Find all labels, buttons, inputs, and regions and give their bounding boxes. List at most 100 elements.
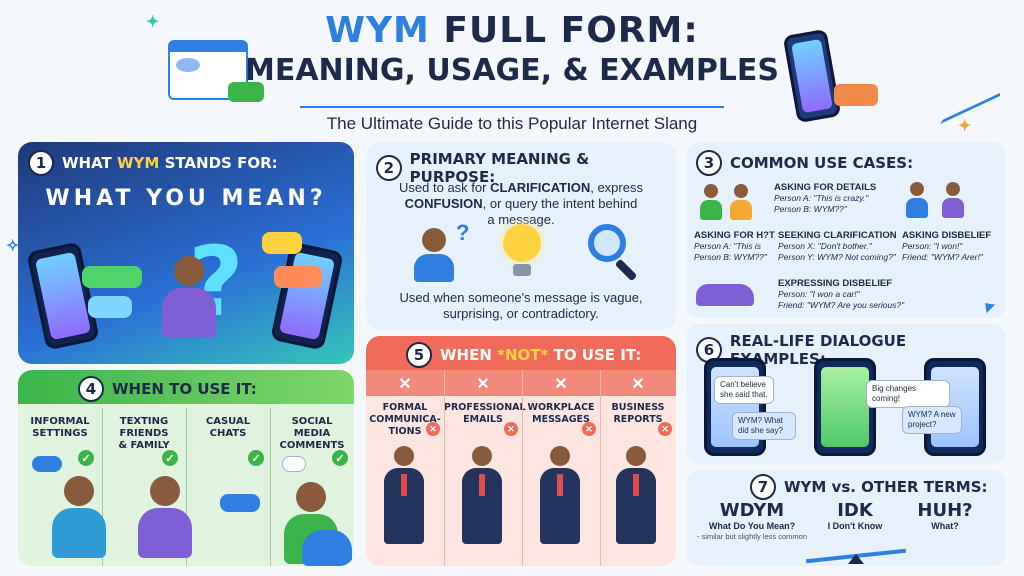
section-title: WHEN *NOT* TO USE IT: [440,346,642,364]
wym-expansion: WHAT YOU MEAN? [45,186,327,211]
cross-icon: ✕ [476,376,490,393]
phone-illustration [814,358,876,456]
thinking-person-icon [412,228,456,284]
star-icon: ✦ [958,118,972,135]
chat-bubble-icon [282,456,306,472]
section-dialogue-examples: 6 REAL-LIFE DIALOGUE EXAMPLES: Can't bel… [686,324,1006,464]
chat-bubble-icon [274,266,322,288]
title-accent: WYM [325,10,430,51]
section-title: WYM vs. OTHER TERMS: [784,478,988,496]
section-number: 4 [78,376,104,402]
chat-message: Can't believe she said that. [714,376,774,404]
subtitle: The Ultimate Guide to this Popular Inter… [300,106,724,134]
term-wdym: WDYM What Do You Mean? - similar but sli… [696,500,808,541]
section-common-use-cases: 3 COMMON USE CASES: ASKING FOR DETAILS P… [686,142,1006,318]
cross-icon: ✕ [398,376,412,393]
phone-right-illustration [270,241,344,351]
star-icon: ✦ [146,14,160,31]
term-idk: IDK I Don't Know [827,500,883,531]
businessman-illustration [462,446,502,544]
cross-icon: ✕ [658,422,672,436]
cross-icon: ✕ [554,376,568,393]
beanbag-illustration [302,530,352,566]
section-header: 1 WHAT WYM STANDS FOR: [28,150,278,176]
businessman-illustration [540,446,580,544]
check-icon: ✓ [78,450,94,466]
car-icon [696,284,754,306]
phone-left-illustration [26,241,100,351]
term-huh: HUH? What? [917,500,973,531]
meaning-description: Used to ask for CLARIFICATION, express C… [399,180,643,227]
chat-bubble-illustration [834,84,878,106]
chat-bubble-icon [32,456,62,472]
seesaw-pivot [848,554,864,564]
section-number: 1 [28,150,54,176]
phone-illustration [704,358,766,456]
cross-icon: ✕ [631,376,645,393]
chat-message: WYM? What did she say? [732,412,796,440]
section-header: 2 PRIMARY MEANING & PURPOSE: [376,150,676,186]
magnifying-glass-icon [584,222,644,282]
section-header: 5 WHEN *NOT* TO USE IT: [406,342,641,368]
texting-person-illustration [138,476,192,558]
chat-bubble-icon [262,232,302,254]
lightbulb-icon [500,224,544,284]
use-case-asking-for-hint: ASKING FOR H?T Person A: "This is Person… [694,230,775,262]
meaning-usage-note: Used when someone's message is vague, su… [399,290,643,321]
page-title: WYM FULL FORM: MEANING, USAGE, & EXAMPLE… [0,10,1024,88]
section-title: PRIMARY MEANING & PURPOSE: [409,150,590,186]
chat-message: Big changes coming! [866,380,950,408]
cross-icon: ✕ [504,422,518,436]
section-header: 3 COMMON USE CASES: [696,150,913,176]
use-case-seeking-clarification: SEEKING CLARIFICATION Person X: "Don't b… [778,230,897,262]
section-number: 3 [696,150,722,176]
use-case-asking-disbelief: ASKING DISBELIEF Person: "I won!" Friend… [902,230,992,262]
confused-person-illustration [162,256,216,338]
check-icon: ✓ [162,450,178,466]
businesswoman-illustration [616,446,656,544]
section-number: 5 [406,342,432,368]
relaxed-person-illustration [52,476,106,558]
section-primary-meaning: 2 PRIMARY MEANING & PURPOSE: Used to ask… [366,142,676,330]
chat-bubble-icon [88,296,132,318]
section-title: WHAT WYM STANDS FOR: [62,154,278,172]
title-line2: MEANING, USAGE, & EXAMPLES [244,53,780,88]
check-icon: ✓ [332,450,348,466]
section-title: COMMON USE CASES: [730,154,914,172]
person-illustration [906,182,928,218]
section-what-wym-stands-for: 1 WHAT WYM STANDS FOR: WHAT YOU MEAN? ? [18,142,354,364]
use-case-asking-details: ASKING FOR DETAILS Person A: "This is cr… [774,182,877,214]
businessman-illustration [384,446,424,544]
person-illustration [700,184,722,220]
cross-icon: ✕ [426,422,440,436]
check-icon: ✓ [248,450,264,466]
browser-window-illustration [168,40,248,100]
chat-bubble-illustration [228,82,264,102]
section-other-terms: 7 WYM vs. OTHER TERMS: WDYM What Do You … [686,470,1006,566]
title-rest: FULL FORM: [429,10,699,51]
section-header: 7 WYM vs. OTHER TERMS: [750,474,988,500]
section-title: WHEN TO USE IT: [112,380,257,398]
person-illustration [942,182,964,218]
section-header: 4 WHEN TO USE IT: [78,376,257,402]
section-number: 2 [376,155,402,181]
chat-bubble-icon [220,494,260,512]
sparkle-icon: ✧ [6,238,20,255]
use-case-expressing-disbelief: EXPRESSING DISBELIEF Person: "I won a ca… [778,278,905,310]
question-mark-icon: ? [456,220,470,245]
cross-icon: ✕ [582,422,596,436]
chat-message: WYM? A new project? [902,406,962,434]
person-illustration [730,184,752,220]
section-number: 7 [750,474,776,500]
chat-bubble-icon [82,266,142,288]
